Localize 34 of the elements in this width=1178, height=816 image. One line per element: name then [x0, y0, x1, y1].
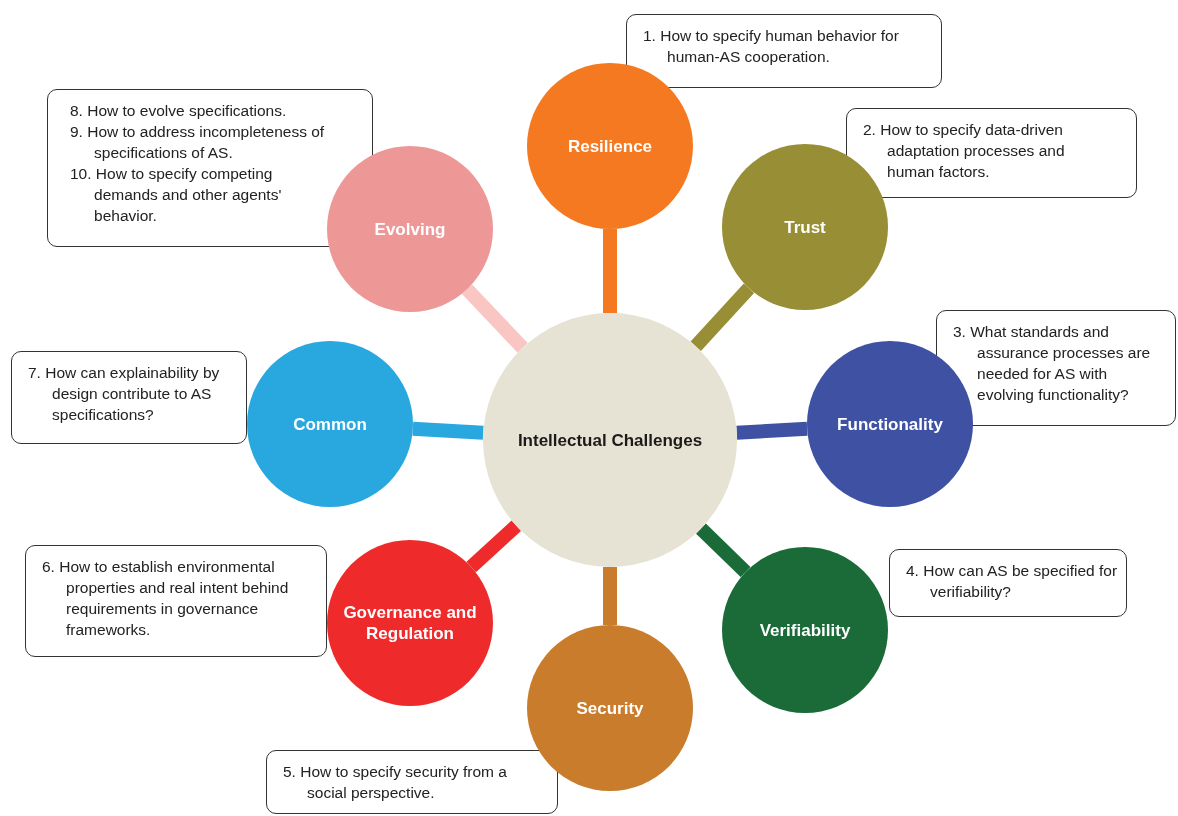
circle-label: Verifiability [758, 619, 852, 641]
connector-line [603, 567, 617, 625]
connector-line [603, 229, 617, 313]
question-box [25, 545, 327, 657]
question-box [846, 108, 1137, 198]
circle-label: Evolving [373, 218, 447, 240]
circle-label: Common [292, 413, 368, 435]
question-text: 1. How to specify human behavior for human-AS cooperation. [643, 26, 900, 67]
circle-label: Functionality [836, 413, 944, 435]
circle-label: Trust [783, 216, 827, 238]
question-text: 2. How to specify data-driven adaptation processes and human factors. [863, 120, 1066, 182]
connector-line [696, 523, 751, 578]
connector-line [412, 421, 484, 440]
question-box [889, 549, 1127, 617]
connector-line [690, 283, 755, 352]
question-box [47, 89, 373, 247]
question-text: 10. How to specify competing demands and other agents' behavior. [70, 164, 283, 226]
question-box [11, 351, 247, 444]
question-text: 6. How to establish environmental properties and real intent behind requirements in governance frameworks. [42, 557, 290, 640]
circle-label: Intellectual Challenges [516, 429, 704, 451]
circle-label: Security [575, 697, 645, 719]
question-text: 9. How to address incompleteness of specifications of AS. [70, 122, 326, 163]
question-box [266, 750, 558, 814]
question-text: 4. How can AS be specified for verifiability? [906, 561, 1118, 602]
question-text: 3. What standards and assurance processes are needed for AS with evolving functionality? [953, 322, 1152, 405]
connector-line [736, 421, 808, 440]
circle-label: Resilience [566, 135, 654, 157]
question-text: 7. How can explainability by design contribute to AS specifications? [28, 363, 221, 425]
question-box [626, 14, 942, 88]
circle-label: Governance and Regulation [342, 602, 478, 644]
connector-line [466, 520, 522, 573]
question-text: 5. How to specify security from a social perspective. [283, 762, 508, 803]
connector-line [462, 284, 528, 353]
question-text: 8. How to evolve specifications. [70, 101, 288, 121]
